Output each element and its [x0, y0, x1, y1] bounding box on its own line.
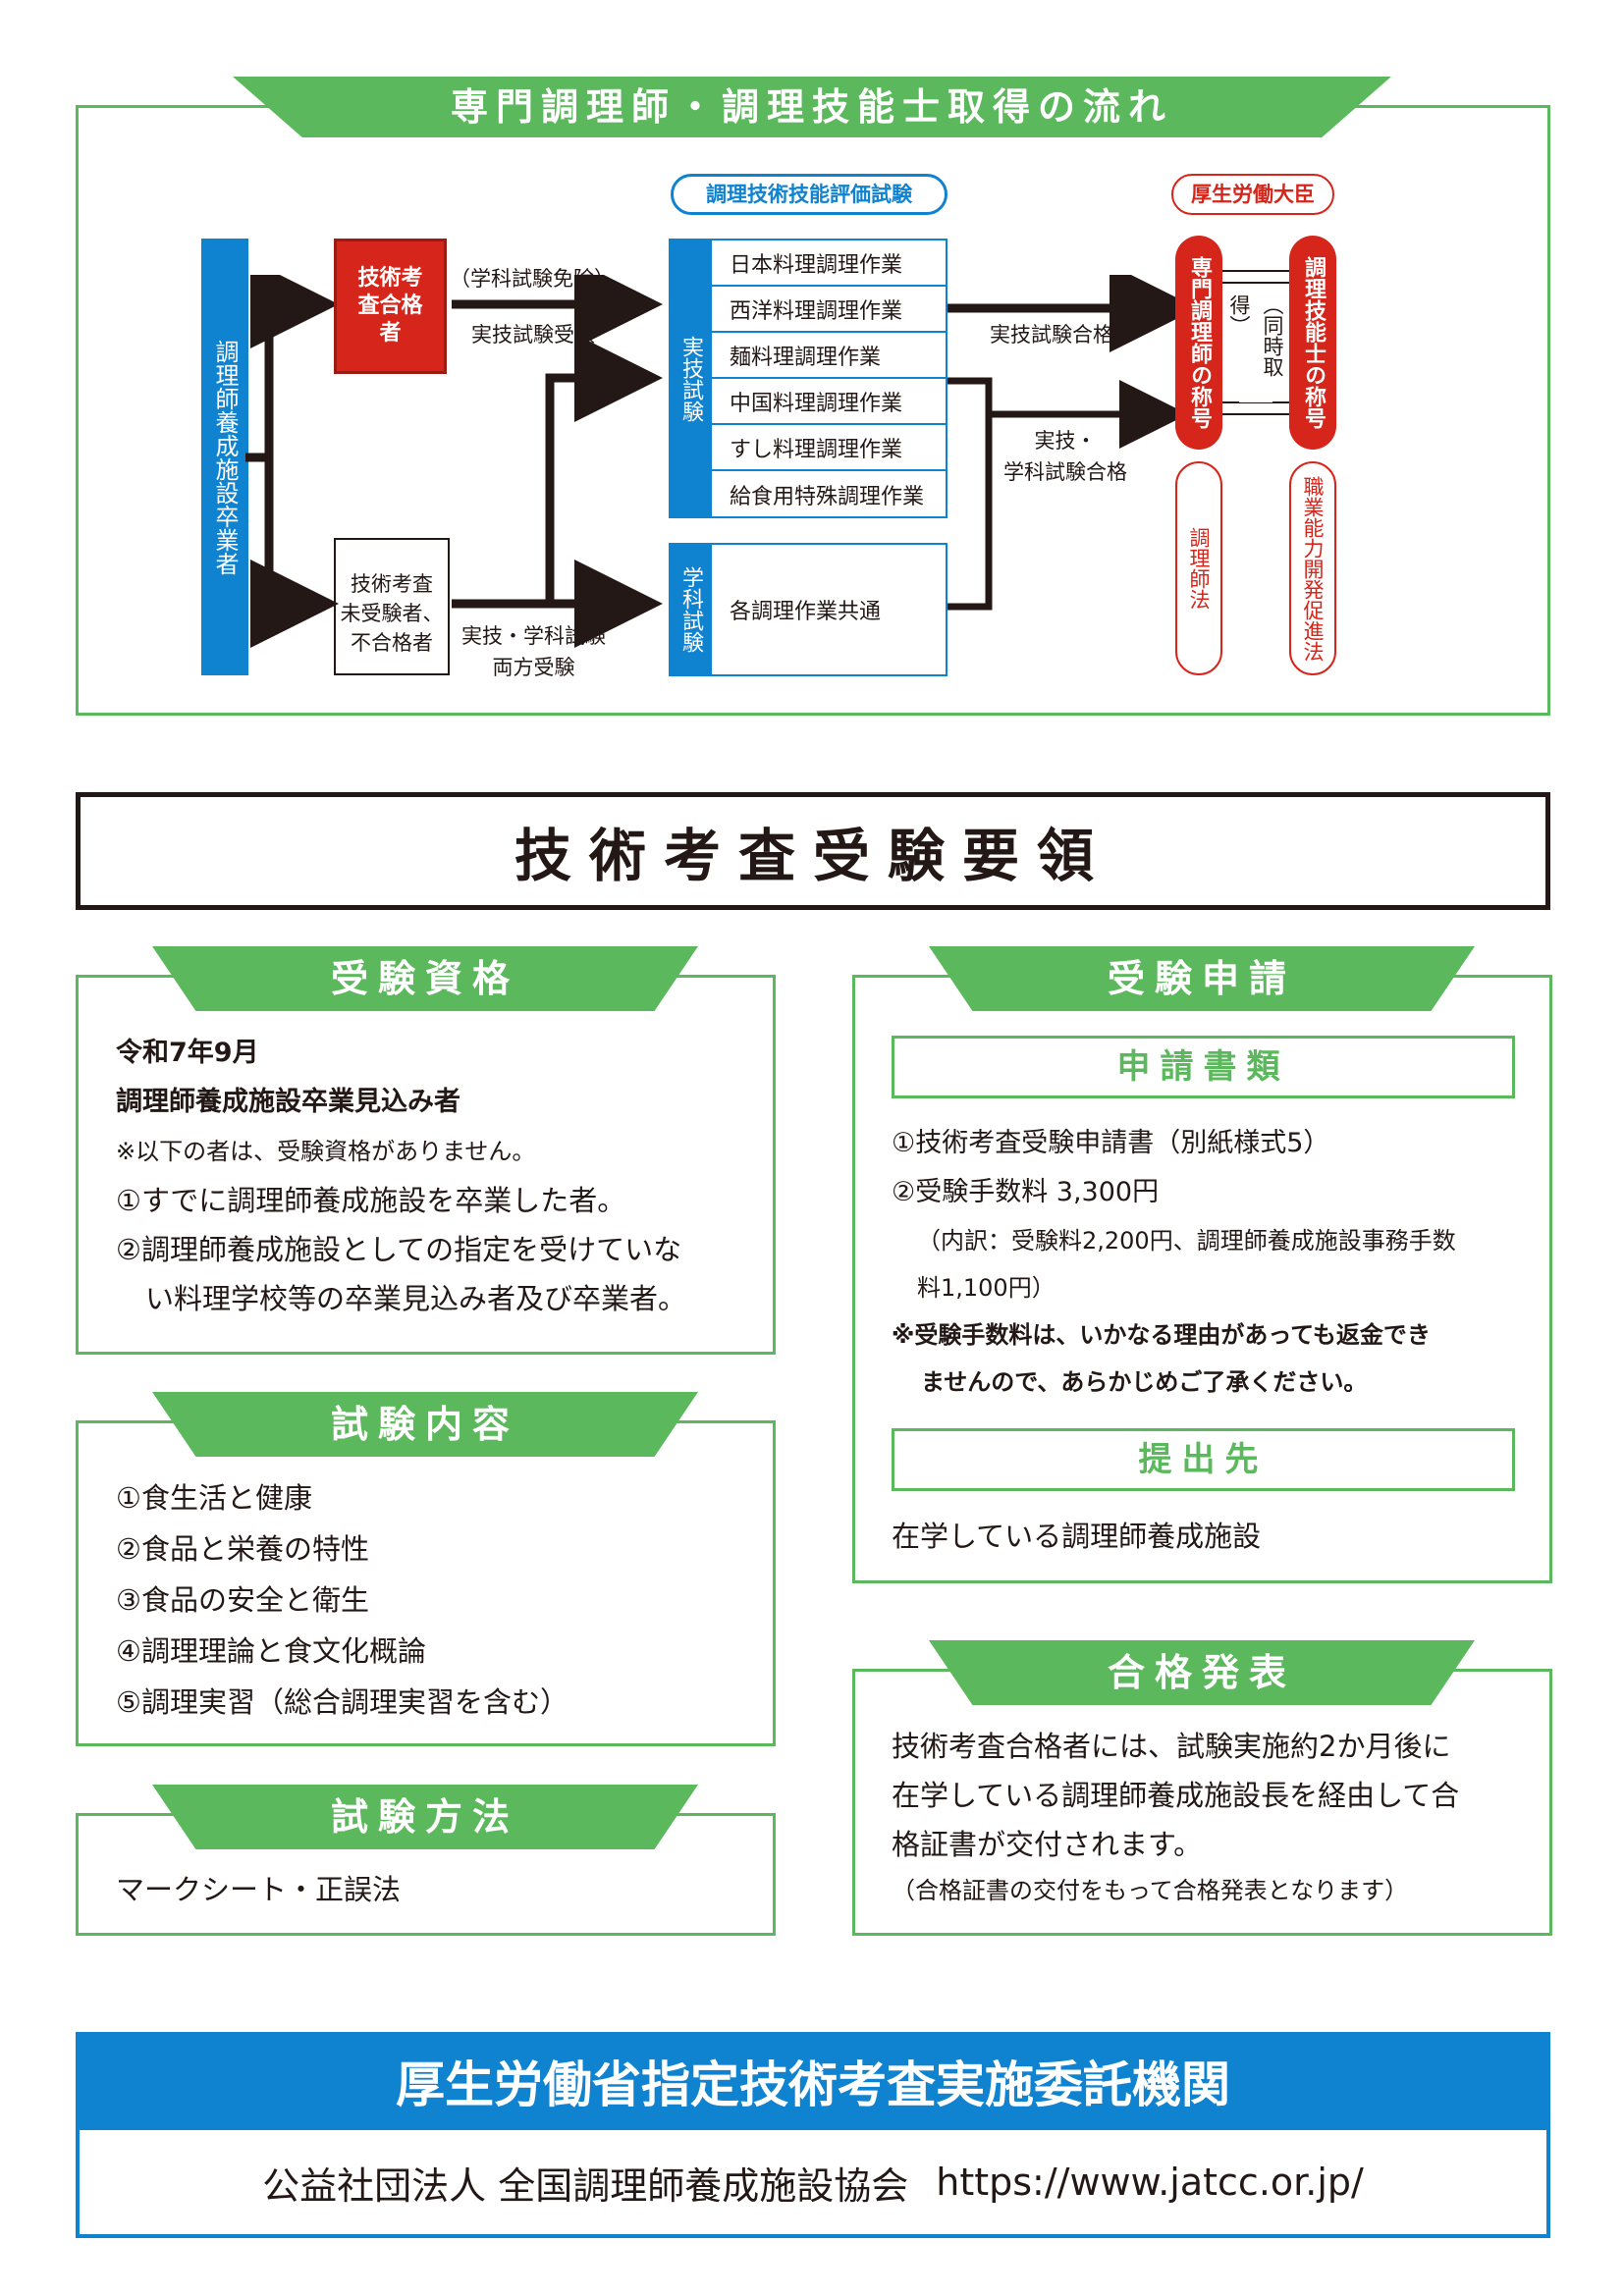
written-item: 各調理作業共通 — [730, 600, 882, 624]
footer-org: 公益社団法人 全国調理師養成施設協会 — [262, 2163, 909, 2208]
practical-item: 給食用特殊調理作業 — [730, 484, 925, 509]
not-taken-line-1: 技術考査 — [351, 572, 433, 596]
not-taken-line-3: 不合格者 — [351, 631, 433, 655]
content-item: ③食品の安全と衛生 — [116, 1583, 369, 1617]
guide-title-text: 技術考査受験要領 — [514, 823, 1111, 889]
passed-box: 技術考査合格者 — [334, 239, 447, 374]
minister-label: 厚生労働大臣 — [1171, 174, 1334, 215]
label-both-1: 実技・学科試験 — [461, 624, 606, 648]
practical-item: 西洋料理調理作業 — [712, 287, 946, 333]
application-heading: 受験申請 — [929, 946, 1475, 1011]
doc-1: ①技術考査受験申請書（別紙様式5） — [892, 1128, 1330, 1158]
written-label: 学科試験 — [669, 543, 712, 676]
result-box — [852, 1669, 1552, 1936]
content-item: ①食生活と健康 — [116, 1481, 312, 1515]
breakdown-a: （内訳：受験料2,200円、調理師養成施設事務手数 — [917, 1227, 1456, 1255]
law-vocational: 職業能力開発促進法 — [1289, 461, 1336, 675]
title-skill: 調理技能士の称号 — [1289, 236, 1336, 450]
eligibility-item-2b: い料理学校等の卒業見込み者及び卒業者。 — [145, 1282, 687, 1315]
label-both: 実技・学科試験 両方受験 — [461, 620, 606, 683]
label-practical-pass: 実技試験合格 — [990, 323, 1113, 347]
graduates-bar: 調理師養成施設卒業者 — [201, 239, 248, 675]
result-line-3: 格証書が交付されます。 — [892, 1828, 1203, 1861]
label-both-2: 両方受験 — [492, 656, 575, 679]
eligibility-item-2a: ②調理師養成施設としての指定を受けていな — [116, 1233, 682, 1266]
label-both-pass-2: 学科試験合格 — [1003, 460, 1127, 484]
footer-title: 厚生労働省指定技術考査実施委託機関 — [396, 2056, 1230, 2113]
practical-item: 麺料理調理作業 — [712, 333, 946, 379]
practical-item: 中国料理調理作業 — [712, 379, 946, 425]
label-both-pass-1: 実技・ — [1034, 429, 1097, 453]
eligibility-heading: 受験資格 — [152, 946, 698, 1011]
practical-label: 実技試験 — [669, 239, 712, 518]
result-heading: 合格発表 — [929, 1640, 1475, 1705]
eligibility-item-1: ①すでに調理師養成施設を卒業した者。 — [116, 1184, 626, 1217]
exam-header: 調理技術技能評価試験 — [671, 174, 947, 215]
result-line-2: 在学している調理師養成施設長を経由して合 — [892, 1779, 1460, 1812]
result-line-1: 技術考査合格者には、試験実施約2か月後に — [892, 1730, 1451, 1763]
practical-list: 日本料理調理作業 西洋料理調理作業 麺料理調理作業 中国料理調理作業 すし料理調… — [712, 239, 947, 518]
content-item: ④調理理論と食文化概論 — [116, 1634, 426, 1668]
practical-item: すし料理調理作業 — [712, 425, 946, 471]
flow-arrows-left — [245, 275, 663, 648]
label-exempt: （学科試験免除） — [450, 267, 615, 291]
content-item: ②食品と栄養の特性 — [116, 1532, 369, 1566]
title-specialist: 専門調理師の称号 — [1175, 236, 1222, 450]
written-box: 各調理作業共通 — [712, 543, 947, 676]
not-taken-line-2: 未受験者、 — [340, 602, 444, 625]
eligibility-line-1: 令和7年9月 — [116, 1038, 259, 1068]
refund-a: ※受験手数料は、いかなる理由があっても返金でき — [892, 1321, 1431, 1349]
not-taken-box: 技術考査 未受験者、 不合格者 — [334, 538, 450, 675]
flow-arrows-right — [947, 275, 1183, 611]
application-box — [852, 975, 1552, 1583]
method-heading: 試験方法 — [152, 1785, 698, 1849]
label-practical: 実技試験受験 — [471, 323, 595, 347]
content-heading: 試験内容 — [152, 1392, 698, 1457]
docs-heading: 申請書類 — [892, 1036, 1515, 1098]
law-cook: 調理師法 — [1175, 461, 1222, 675]
eligibility-note: ※以下の者は、受験資格がありません。 — [116, 1138, 536, 1165]
simultaneous-label: （同時取得） — [1227, 294, 1284, 402]
submit-heading: 提出先 — [892, 1428, 1515, 1491]
submit-text: 在学している調理師養成施設 — [892, 1520, 1262, 1553]
footer-url[interactable]: https://www.jatcc.or.jp/ — [936, 2161, 1364, 2204]
simultaneous-lines — [1222, 270, 1289, 415]
eligibility-box — [76, 975, 776, 1355]
footer-title-bar: 厚生労働省指定技術考査実施委託機関 — [76, 2032, 1550, 2130]
passed-box-label: 技術考査合格者 — [357, 266, 423, 346]
result-content: 技術考査合格者には、試験実施約2か月後に 在学している調理師養成施設長を経由して… — [892, 1722, 1459, 1912]
doc-2: ②受験手数料 3,300円 — [892, 1177, 1160, 1207]
method-text: マークシート・正誤法 — [116, 1873, 402, 1906]
eligibility-line-2: 調理師養成施設卒業見込み者 — [116, 1087, 460, 1117]
content-item: ⑤調理実習（総合調理実習を含む） — [116, 1685, 568, 1719]
refund-b: ませんので、あらかじめご了承ください。 — [921, 1368, 1368, 1396]
result-note: （合格証書の交付をもって合格発表となります） — [892, 1877, 1409, 1904]
flow-title: 専門調理師・調理技能士取得の流れ — [233, 77, 1391, 137]
eligibility-content: 令和7年9月 調理師養成施設卒業見込み者 ※以下の者は、受験資格がありません。 … — [116, 1029, 686, 1323]
docs-content: ①技術考査受験申請書（別紙様式5） ②受験手数料 3,300円 （内訳：受験料2… — [892, 1119, 1456, 1406]
label-both-pass: 実技・ 学科試験合格 — [1003, 425, 1127, 488]
content-list: ①食生活と健康 ②食品と栄養の特性 ③食品の安全と衛生 ④調理理論と食文化概論 … — [116, 1472, 568, 1728]
guide-title: 技術考査受験要領 — [76, 792, 1550, 910]
practical-item: 日本料理調理作業 — [712, 240, 946, 287]
footer-info-box: 公益社団法人 全国調理師養成施設協会 https://www.jatcc.or.… — [76, 2130, 1550, 2238]
breakdown-b: 料1,100円） — [917, 1274, 1056, 1302]
content-box — [76, 1420, 776, 1746]
